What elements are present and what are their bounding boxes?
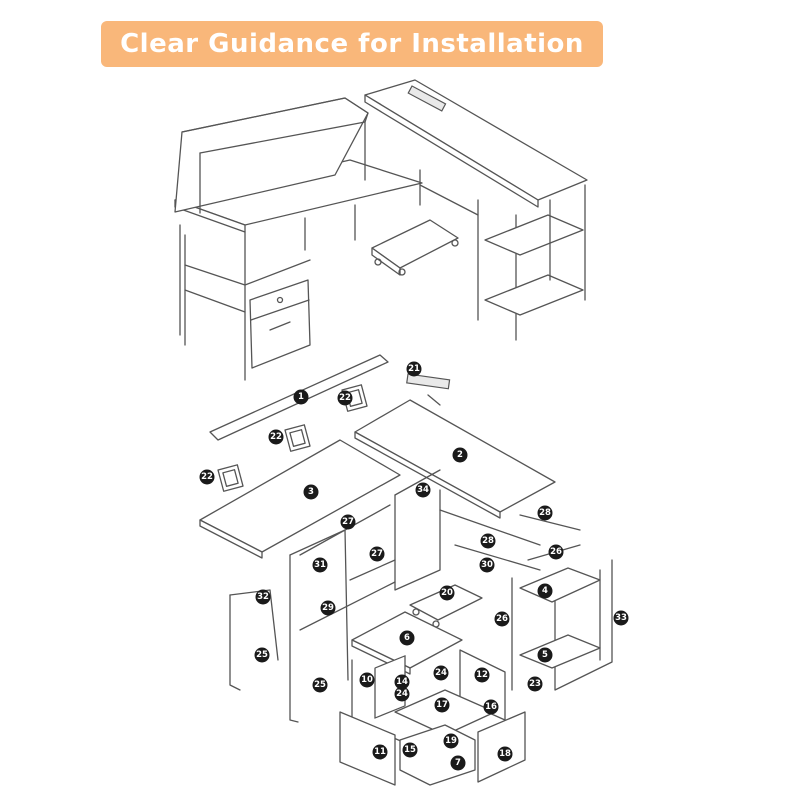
part-badge-12: 12 [474,667,490,683]
svg-text:21: 21 [408,364,420,374]
part-badge-27-upper: 27 [340,514,356,530]
part-badge-28-right: 28 [537,505,553,521]
part-badge-4: 4 [537,583,553,599]
part-badge-25-right: 25 [312,677,328,693]
part-badge-22-left: 22 [199,469,215,485]
part-badge-14: 14 [394,674,410,690]
part-badge-20: 20 [439,585,455,601]
svg-text:32: 32 [257,592,269,602]
svg-text:27: 27 [342,517,354,527]
part-badge-34: 34 [415,482,431,498]
svg-text:26: 26 [496,614,508,624]
svg-text:7: 7 [455,758,461,768]
svg-text:12: 12 [476,670,488,680]
svg-text:17: 17 [436,700,448,710]
part-badge-19: 19 [443,733,459,749]
part-badge-3: 3 [303,484,319,500]
part-badge-2: 2 [452,447,468,463]
exploded-parts-illustration [199,354,613,786]
title-banner: Clear Guidance for Installation [101,21,603,67]
svg-text:22: 22 [201,472,213,482]
svg-text:29: 29 [322,603,334,613]
svg-text:34: 34 [417,485,429,495]
svg-text:14: 14 [396,677,408,687]
part-badge-23: 23 [527,676,543,692]
part-badge-22-mid: 22 [268,429,284,445]
svg-text:20: 20 [441,588,453,598]
part-badge-18: 18 [497,746,513,762]
svg-text:1: 1 [298,392,304,402]
svg-text:31: 31 [314,560,326,570]
part-number-labels: 1 2 3 4 5 6 7 10 11 12 14 15 16 17 18 19… [199,361,629,771]
part-badge-28-mid: 28 [480,533,496,549]
part-badge-5: 5 [537,647,553,663]
part-badge-16: 16 [483,699,499,715]
svg-text:2: 2 [457,450,463,460]
part-badge-31: 31 [312,557,328,573]
svg-text:11: 11 [374,747,386,757]
svg-text:5: 5 [542,650,548,660]
part-badge-6: 6 [399,630,415,646]
svg-text:4: 4 [542,586,548,596]
svg-text:24: 24 [435,668,447,678]
svg-text:18: 18 [499,749,511,759]
svg-text:23: 23 [529,679,541,689]
svg-text:28: 28 [539,508,551,518]
svg-text:33: 33 [615,613,627,623]
svg-text:16: 16 [485,702,497,712]
part-badge-17: 17 [434,697,450,713]
part-badge-24-upper: 24 [433,665,449,681]
assembled-desk-illustration [174,79,588,381]
part-badge-26-lower: 26 [494,611,510,627]
svg-text:30: 30 [481,560,493,570]
part-badge-30: 30 [479,557,495,573]
part-badge-1: 1 [293,389,309,405]
svg-text:25: 25 [256,650,268,660]
part-badge-26-upper: 26 [548,544,564,560]
svg-text:15: 15 [404,745,416,755]
svg-text:28: 28 [482,536,494,546]
part-badge-10: 10 [359,672,375,688]
svg-text:25: 25 [314,680,326,690]
part-badge-27-lower: 27 [369,546,385,562]
svg-text:22: 22 [270,432,282,442]
part-badge-33: 33 [613,610,629,626]
part-badge-21: 21 [406,361,422,377]
part-badge-25-left: 25 [254,647,270,663]
part-badge-32: 32 [255,589,271,605]
part-badge-7: 7 [450,755,466,771]
svg-text:6: 6 [404,633,410,643]
svg-text:10: 10 [361,675,373,685]
svg-text:27: 27 [371,549,383,559]
svg-text:3: 3 [308,487,314,497]
svg-text:22: 22 [339,393,351,403]
svg-text:19: 19 [445,736,457,746]
part-badge-22-top: 22 [337,390,353,406]
part-badge-24-lower: 24 [394,686,410,702]
banner-title: Clear Guidance for Installation [120,29,584,59]
svg-text:24: 24 [396,689,408,699]
part-badge-15: 15 [402,742,418,758]
part-badge-29: 29 [320,600,336,616]
part-badge-11: 11 [372,744,388,760]
svg-text:26: 26 [550,547,562,557]
